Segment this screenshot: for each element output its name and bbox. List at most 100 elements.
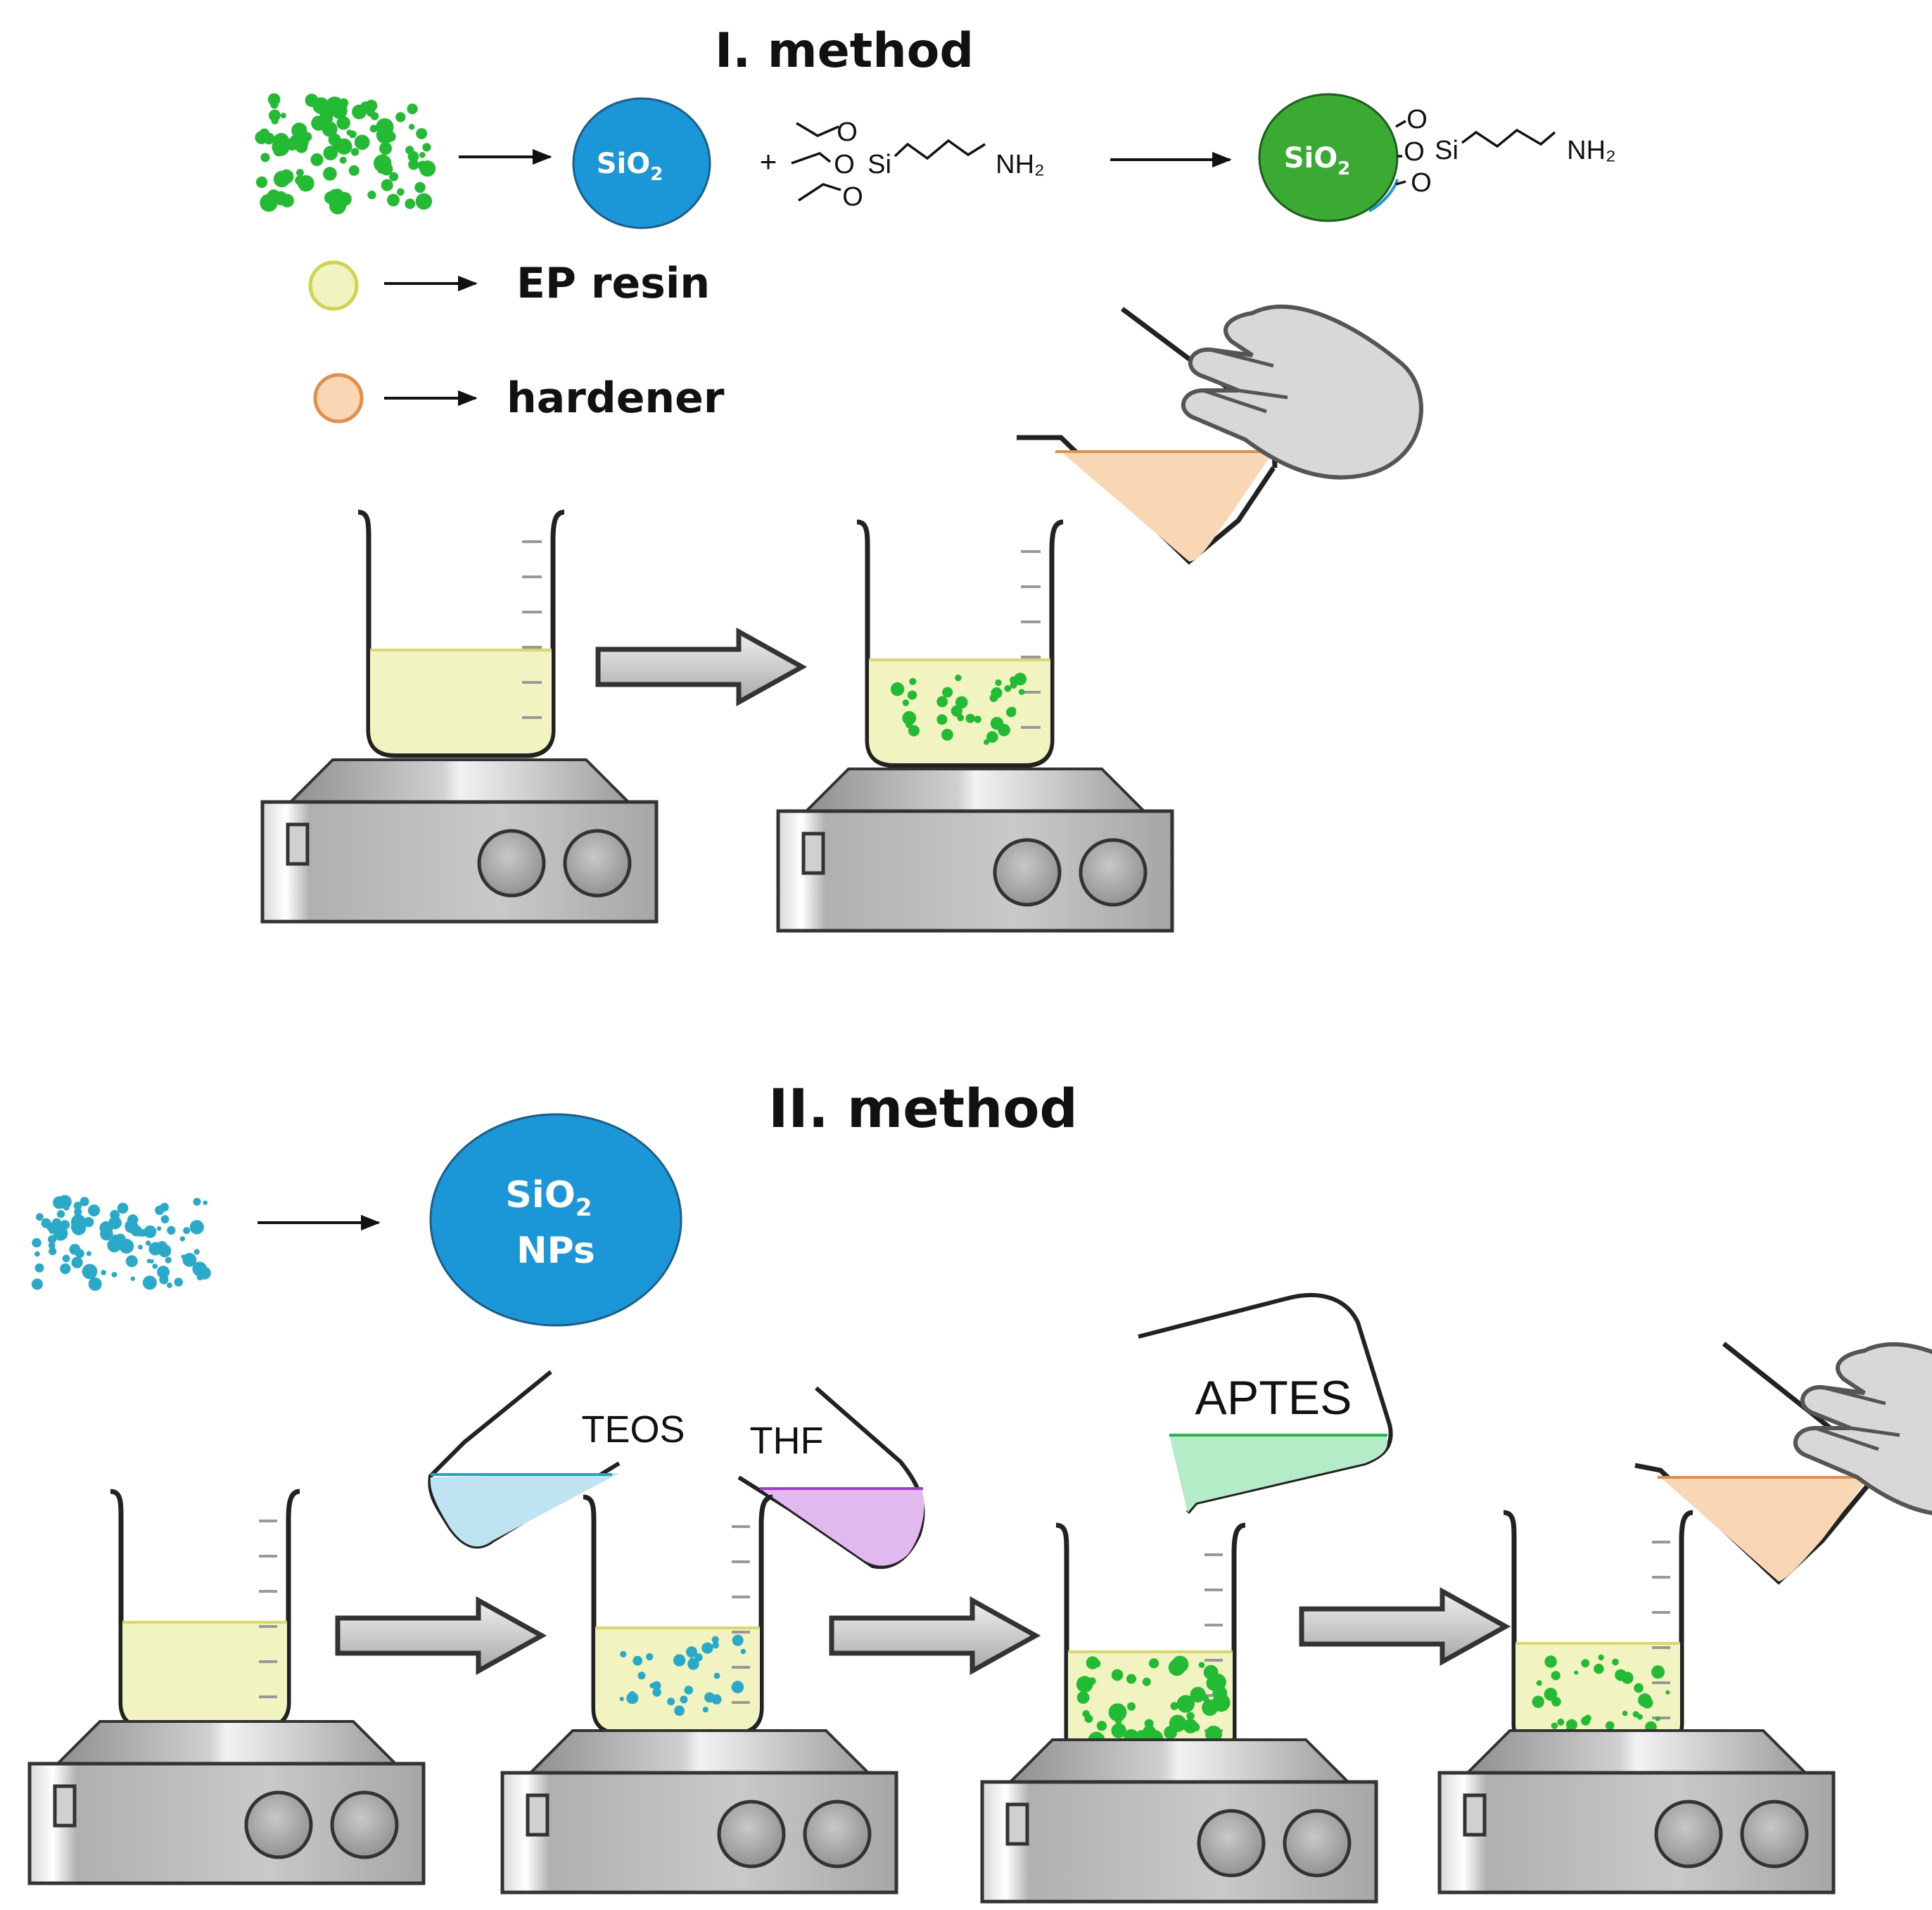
sio2-nps-sphere: SiO2 NPs <box>429 1113 682 1327</box>
particle-dot <box>167 1282 172 1288</box>
particle-dot <box>58 1228 65 1236</box>
thf-label: THF <box>750 1420 824 1462</box>
particle-dot <box>694 1653 703 1662</box>
particle-dot <box>1581 1716 1591 1726</box>
m2-process-arrow-1 <box>338 1600 542 1671</box>
particle-dot <box>890 682 905 696</box>
particle-dot <box>60 1263 71 1275</box>
particle-dot <box>192 1261 208 1277</box>
particle-dot <box>1544 1688 1558 1701</box>
particle-dot <box>936 696 948 708</box>
nps-label: NPs <box>516 1230 595 1272</box>
silane-nh2: NH₂ <box>996 150 1045 179</box>
particle-dot <box>955 674 962 682</box>
particle-dot <box>270 101 279 109</box>
particle-dot <box>395 112 406 122</box>
particle-dot <box>732 1634 744 1646</box>
blue-particles-in-beaker <box>619 1634 746 1717</box>
stirrer-1 <box>262 760 656 922</box>
m2-beaker-resin <box>110 1489 300 1731</box>
particle-dot <box>713 1672 720 1679</box>
particle-dot <box>273 133 290 149</box>
particle-dot <box>117 1202 129 1214</box>
legend-resin-label: EP resin <box>516 259 710 308</box>
grafted-si: Si <box>1435 136 1458 165</box>
particle-dot <box>56 1210 65 1218</box>
particle-dot <box>280 113 286 119</box>
particle-dot <box>679 1657 685 1662</box>
particle-dot <box>189 1220 204 1235</box>
particle-dot <box>48 1235 56 1244</box>
nps-sio2-subscript: 2 <box>576 1194 592 1222</box>
particle-dot <box>1581 1659 1590 1668</box>
particle-dot <box>125 1219 139 1233</box>
particle-dot <box>71 1256 83 1268</box>
silane-o-top: O <box>837 117 858 147</box>
particle-dot <box>1171 1655 1189 1673</box>
particle-dot <box>1655 1716 1660 1721</box>
particle-dot <box>130 1276 135 1281</box>
particle-dot <box>336 116 350 130</box>
particle-dot <box>986 731 998 743</box>
particle-dot <box>328 133 341 146</box>
particle-dot <box>280 193 294 208</box>
particle-dot <box>49 1228 55 1235</box>
particle-dot <box>674 1705 685 1717</box>
particle-dot <box>150 1249 155 1254</box>
particle-dot <box>1014 673 1027 686</box>
particle-dot <box>1127 1702 1136 1711</box>
particle-dot <box>260 153 270 163</box>
particle-dot <box>941 729 953 741</box>
particle-dot <box>1206 1675 1222 1691</box>
particle-dot <box>1198 1662 1205 1668</box>
particle-dot <box>263 132 275 145</box>
particle-dot <box>909 677 917 685</box>
particle-dot <box>704 1692 715 1703</box>
particle-dot <box>138 1244 143 1250</box>
particle-dot <box>305 94 319 108</box>
particle-dot <box>73 1202 82 1210</box>
particle-dot <box>965 713 975 723</box>
particle-dot <box>620 1650 627 1657</box>
particle-dot <box>323 146 338 160</box>
particle-dot <box>379 142 392 155</box>
particle-dot <box>936 714 948 725</box>
particle-dot <box>652 1688 661 1697</box>
particle-dot <box>152 1263 158 1269</box>
particle-dot <box>193 1249 200 1255</box>
particle-dot <box>417 160 428 171</box>
particle-dot <box>310 153 324 167</box>
legend-hardener: hardener <box>313 373 725 424</box>
particle-dot <box>100 1227 113 1241</box>
m2-stirrer-3 <box>982 1740 1376 1902</box>
particle-dot <box>367 191 376 200</box>
particle-dot <box>88 1277 102 1291</box>
particle-dot <box>174 1278 183 1287</box>
particle-dot <box>88 1204 101 1217</box>
particle-dot <box>1544 1655 1557 1668</box>
particle-dot <box>144 1225 157 1238</box>
particle-dot <box>80 1197 89 1207</box>
particle-dot <box>902 711 917 725</box>
particle-dot <box>1018 689 1025 695</box>
particle-dot <box>408 124 415 130</box>
m2-beaker-aptes <box>1055 1522 1246 1764</box>
grafted-o-mid: O <box>1404 137 1425 167</box>
particle-dot <box>50 1241 55 1246</box>
particle-dot <box>1148 1658 1159 1669</box>
functionalized-sio2-sphere: SiO2 <box>1258 93 1399 222</box>
particle-dot <box>346 129 352 136</box>
particle-dot <box>1126 1674 1136 1684</box>
particle-dot <box>182 1253 197 1267</box>
particle-dot <box>1202 1699 1219 1716</box>
particle-dot <box>183 1227 191 1235</box>
particle-dot <box>415 193 433 210</box>
particle-dot <box>160 1202 169 1212</box>
silane-si: Si <box>868 150 891 179</box>
particle-dot <box>712 1641 719 1649</box>
particle-dot <box>1164 1726 1178 1740</box>
sio2-sphere: SiO2 <box>572 97 711 229</box>
m2-process-arrow-2 <box>832 1600 1036 1671</box>
particle-dot <box>1594 1663 1604 1674</box>
